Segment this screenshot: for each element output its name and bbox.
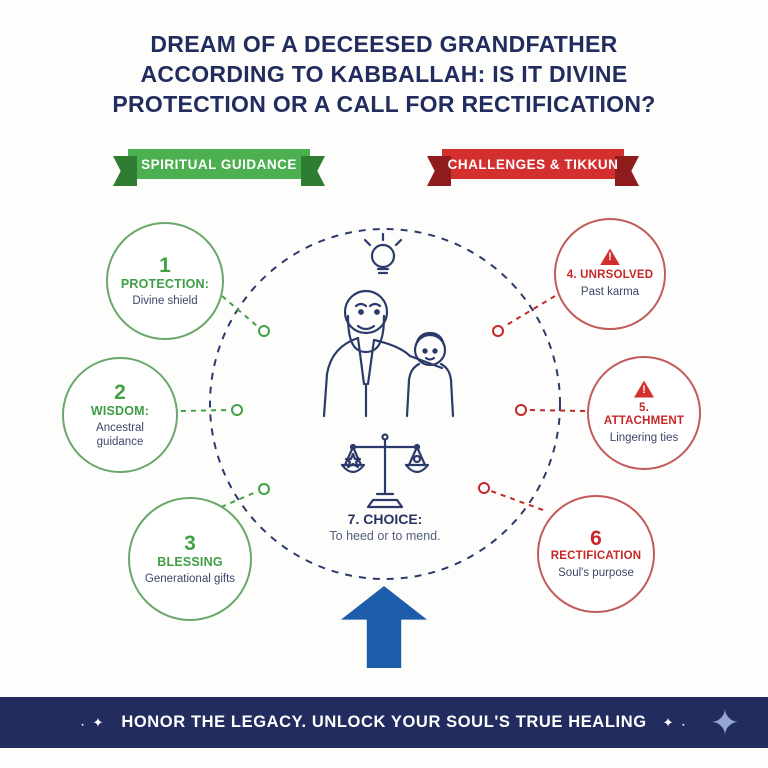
node-blessing: 3 BLESSING Generational gifts bbox=[128, 497, 252, 621]
sparkle-icon: ˖ ✦ bbox=[80, 714, 106, 730]
title-line-3: PROTECTION OR A CALL FOR RECTIFICATION? bbox=[112, 90, 656, 117]
page-title: DREAM OF A DECEESED GRANDFATHER ACCORDIN… bbox=[40, 30, 728, 120]
footer-banner: ˖ ✦ HONOR THE LEGACY. UNLOCK YOUR SOUL'S… bbox=[0, 697, 768, 748]
node-rectification-number: 6 bbox=[590, 527, 602, 551]
choice-title: 7. CHOICE: bbox=[347, 511, 423, 527]
node-blessing-number: 3 bbox=[184, 531, 196, 555]
node-rectification-subtitle: Soul's purpose bbox=[558, 567, 634, 580]
node-attachment: 5. ATTACHMENT Lingering ties bbox=[587, 356, 701, 470]
title-line-2: ACCORDING TO KABBALLAH: IS IT DIVINE bbox=[140, 60, 628, 87]
node-protection: 1 PROTECTION: Divine shield bbox=[106, 222, 224, 340]
warning-icon bbox=[634, 380, 654, 398]
node-unresolved-subtitle: Past karma bbox=[580, 286, 640, 299]
warning-icon bbox=[600, 248, 620, 266]
node-rectification-title: RECTIFICATION bbox=[550, 550, 642, 563]
node-wisdom-subtitle: Ancestral guidance bbox=[96, 421, 144, 449]
ribbon-right-label: CHALLENGES & TIKKUN bbox=[447, 156, 619, 172]
four-point-star-icon: ✦ bbox=[709, 702, 740, 743]
grandfather-and-boy-illustration bbox=[322, 232, 455, 509]
node-blessing-subtitle: Generational gifts bbox=[144, 572, 236, 585]
boy-figure bbox=[405, 331, 455, 418]
node-blessing-title: BLESSING bbox=[157, 554, 223, 569]
node-attachment-subtitle: Lingering ties bbox=[609, 432, 679, 445]
node-rectification: 6 RECTIFICATION Soul's purpose bbox=[537, 495, 655, 613]
node-wisdom-number: 2 bbox=[114, 380, 126, 404]
ribbon-spiritual-guidance: SPIRITUAL GUIDANCE bbox=[128, 149, 310, 179]
node-protection-number: 1 bbox=[159, 253, 171, 277]
node-unresolved: 4. UNRSOLVED Past karma bbox=[554, 218, 666, 330]
lightbulb-icon bbox=[363, 232, 403, 275]
node-protection-title: PROTECTION: bbox=[120, 276, 210, 291]
up-arrow-icon bbox=[341, 586, 427, 668]
node-wisdom: 2 WISDOM: Ancestral guidance bbox=[62, 357, 178, 473]
node-wisdom-title: WISDOM: bbox=[90, 403, 150, 418]
choice-subtitle: To heed or to mend. bbox=[329, 529, 441, 543]
title-line-1: DREAM OF A DECEESED GRANDFATHER bbox=[150, 31, 618, 57]
scales-icon bbox=[340, 433, 430, 509]
choice-caption: 7. CHOICE: To heed or to mend. bbox=[284, 511, 486, 543]
node-attachment-title: 5. ATTACHMENT bbox=[603, 401, 685, 428]
footer-text: HONOR THE LEGACY. UNLOCK YOUR SOUL'S TRU… bbox=[121, 713, 647, 731]
node-unresolved-title: 4. UNRSOLVED bbox=[566, 269, 654, 282]
ribbon-left-label: SPIRITUAL GUIDANCE bbox=[141, 156, 297, 172]
ribbon-challenges-tikkun: CHALLENGES & TIKKUN bbox=[442, 149, 624, 179]
node-protection-subtitle: Divine shield bbox=[132, 294, 198, 307]
sparkle-icon: ✦ ˖ bbox=[662, 714, 688, 730]
